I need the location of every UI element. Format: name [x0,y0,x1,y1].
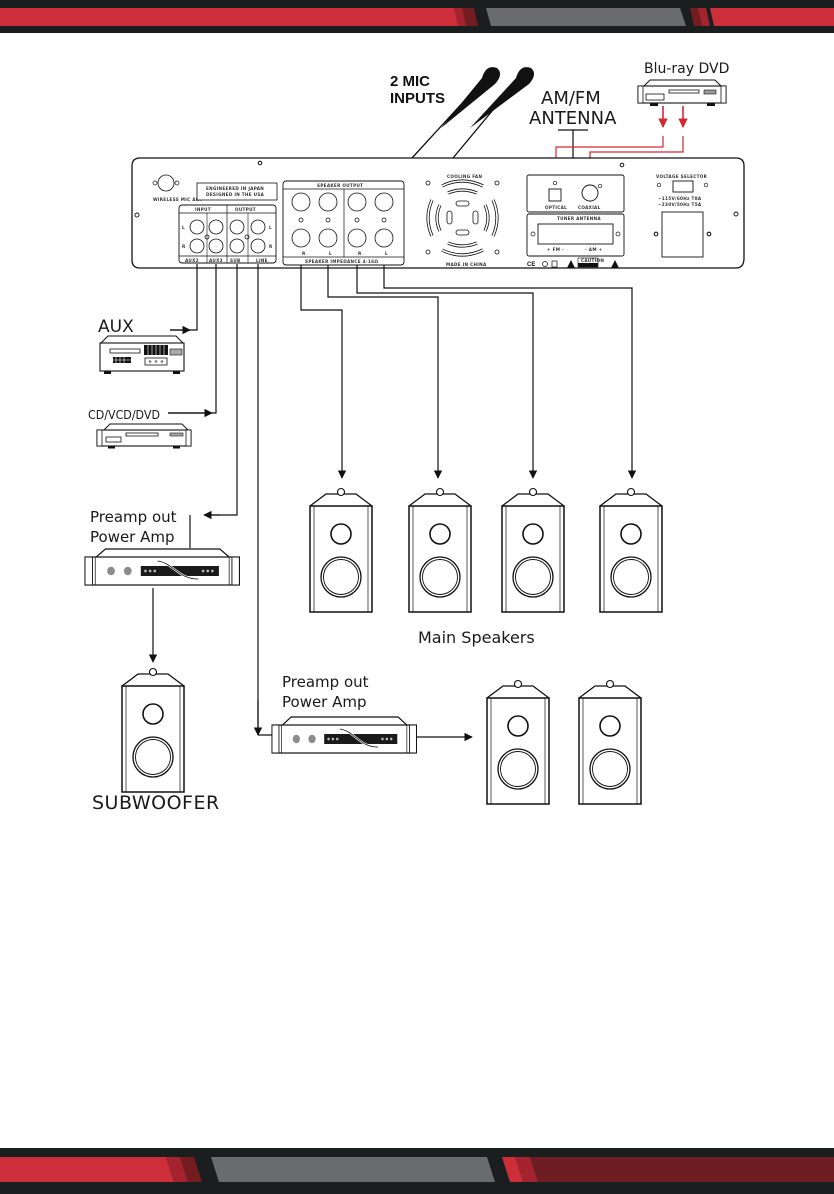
main-speaker-2-icon [408,487,472,613]
wireless-mic-ant-label: WIRELESS MIC ANT [153,197,203,202]
cd-label: CD/VCD/DVD [88,408,160,422]
preamp-1-label-2: Power Amp [90,528,175,546]
cd-player-icon [96,423,192,449]
speaker-impedance-label: SPEAKER IMPEDANCE 4-16Ω [305,259,378,264]
speaker-terminal [318,228,338,248]
mic-inputs-label: 2 MIC [390,73,430,90]
sub-r-jack [229,238,245,254]
aux2-label: AUX2 [185,258,199,263]
aux3-label: AUX3 [209,258,223,263]
am-label: - AM + [585,247,603,252]
compliance-icons: CAUTION [542,257,619,268]
rear-speaker-1-icon [486,679,550,805]
voltage-spec-1: ~115V/60Hz T8A [658,196,702,201]
voltage-selector-label: VOLTAGE SELECTOR [656,174,708,179]
preamp-2-label-2: Power Amp [282,693,367,711]
coaxial-label: COAXIAL [578,205,601,210]
caution-label: CAUTION [581,258,604,263]
channel-r-label-2: R [269,244,273,249]
aux3-l-jack [208,219,224,235]
made-in-label: MADE IN CHINA [446,262,487,267]
coaxial-input-jack [581,184,599,202]
cooling-fan-grille-icon [425,179,500,257]
line-label: LINE [256,258,268,263]
bluray-player-icon [637,79,727,106]
bluray-label: Blu-ray DVD [644,61,729,77]
power-amp-1-icon [83,547,241,587]
terminal-l-label: L [385,251,388,256]
optical-label: OPTICAL [545,205,567,210]
aux2-l-jack [189,219,205,235]
main-speaker-4-icon [599,487,663,613]
microphones [411,67,535,159]
fm-label: + FM - [547,247,564,252]
main-speakers-label: Main Speakers [418,628,535,647]
power-amp-2-icon [270,715,418,755]
channel-l-label-2: L [269,225,272,230]
preamp-1-label: Preamp out [90,508,177,526]
terminal-r-label: R [358,251,362,256]
speaker-terminal [318,192,338,212]
channel-r-label: R [182,244,186,249]
cooling-fan-label: COOLING FAN [447,174,482,179]
input-header: INPUT [195,207,211,212]
designed-label: DESIGNED IN THE USA [206,192,265,197]
subwoofer-icon [121,667,185,793]
mic-inputs-label-2: INPUTS [390,90,445,107]
main-speaker-3-icon [501,487,565,613]
speaker-wire-2 [327,265,443,479]
speaker-terminal [347,192,367,212]
speaker-terminal [374,192,394,212]
tuner-antenna-label: TUNER ANTENNA [557,216,601,221]
speaker-output-header: SPEAKER OUTPUT [317,183,363,188]
sub-wire [205,264,238,516]
speaker-terminal [347,228,367,248]
mic-2-icon [470,67,535,128]
optical-input-jack [548,188,562,202]
main-speaker-1-icon [309,487,373,613]
aux-wire [170,264,198,331]
speaker-terminal [291,228,311,248]
antenna-label: AM/FM [541,88,601,109]
cd-wire [168,264,217,414]
channel-l-label: L [182,225,185,230]
speaker-wire-4 [383,265,637,479]
terminal-l-label: L [329,251,332,256]
aux-device-icon [99,335,185,374]
sub-l-jack [229,219,245,235]
rear-speaker-2-icon [578,679,642,805]
aux2-r-jack [189,238,205,254]
header-band [0,0,834,52]
output-header: OUTPUT [235,207,256,212]
speaker-terminal [374,228,394,248]
footer-band [0,1148,834,1194]
antenna-label-2: ANTENNA [529,108,617,129]
aux3-r-jack [208,238,224,254]
speaker-wire-3 [356,265,538,479]
aux-label: AUX [98,317,134,337]
sub-label: SUB [230,258,241,263]
line-r-jack [250,238,266,254]
speaker-wire-1 [300,265,347,479]
voltage-spec-2: ~230V/50Hz T5A [658,202,702,207]
tuner-antenna-terminal [537,223,614,245]
ce-mark: CE [527,262,535,268]
preamp-2-label: Preamp out [282,673,369,691]
speaker-terminal [291,192,311,212]
signal-wires [148,264,637,742]
wireless-mic-antenna-jack [157,174,175,192]
terminal-r-label: R [302,251,306,256]
mic-1-icon [441,67,501,128]
voltage-selector-switch [672,180,694,193]
power-inlet [661,211,704,258]
subwoofer-label: SUBWOOFER [92,792,220,814]
line-l-jack [250,219,266,235]
receiver-rear-panel: WIRELESS MIC ANT ENGINEERED IN JAPAN DES… [131,157,745,269]
engineered-label: ENGINEERED IN JAPAN [206,186,264,191]
